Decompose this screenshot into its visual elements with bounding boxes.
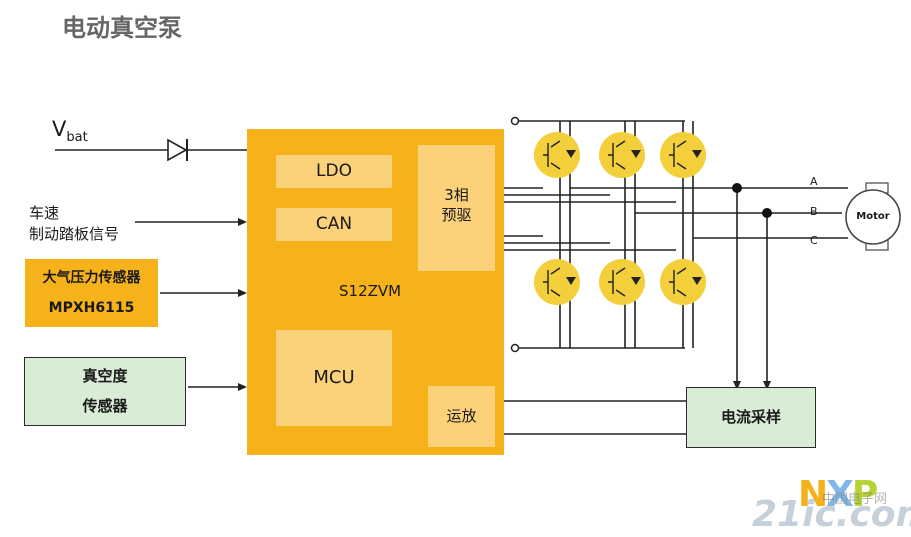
pressure-sensor-part: MPXH6115 — [48, 300, 135, 316]
site-watermark: 21ic.com — [752, 494, 911, 535]
phase-a-label: A — [810, 175, 818, 188]
motor-symbol — [845, 182, 901, 251]
vacuum-sensor-line1: 真空度 — [82, 367, 128, 385]
brake-pedal-signal-label: 制动踏板信号 — [29, 225, 120, 243]
pressure-sensor-box: 大气压力传感器 MPXH6115 — [25, 259, 158, 327]
nxp-logo: NXP — [798, 474, 878, 515]
igbt-top-row — [534, 132, 706, 178]
page-title: 电动真空泵 — [62, 14, 182, 42]
current-sense-box: 电流采样 — [686, 387, 816, 448]
phase-c-label: C — [810, 234, 818, 247]
phase-b-label: B — [810, 205, 818, 218]
chip-name-label: S12ZVM — [339, 282, 402, 300]
igbt-bottom-row — [534, 259, 706, 305]
vacuum-sensor-box: 真空度 传感器 — [24, 357, 186, 426]
signal-labels: 车速 制动踏板信号 — [29, 203, 119, 245]
speed-signal-label: 车速 — [29, 204, 60, 222]
predriver-line1: 3相 — [444, 186, 469, 204]
vbat-main-text: V — [52, 117, 67, 141]
mcu-block: MCU — [276, 330, 392, 426]
opamp-block: 运放 — [428, 386, 495, 447]
predriver-block: 3相 预驱 — [418, 145, 495, 271]
vbat-subscript: bat — [66, 130, 88, 146]
vacuum-sensor-line2: 传感器 — [82, 397, 128, 415]
cn-watermark: 中国电子网 — [822, 492, 888, 507]
can-block: CAN — [276, 208, 392, 241]
watermark-logo: NXP 21ic.com 中国电子网 — [752, 470, 911, 535]
ldo-block: LDO — [276, 155, 392, 188]
vbat-label: Vbat — [52, 117, 88, 145]
predriver-line2: 预驱 — [441, 206, 472, 224]
pressure-sensor-name: 大气压力传感器 — [42, 270, 141, 286]
diode-symbol — [167, 138, 188, 162]
motor-label: Motor — [856, 211, 890, 222]
